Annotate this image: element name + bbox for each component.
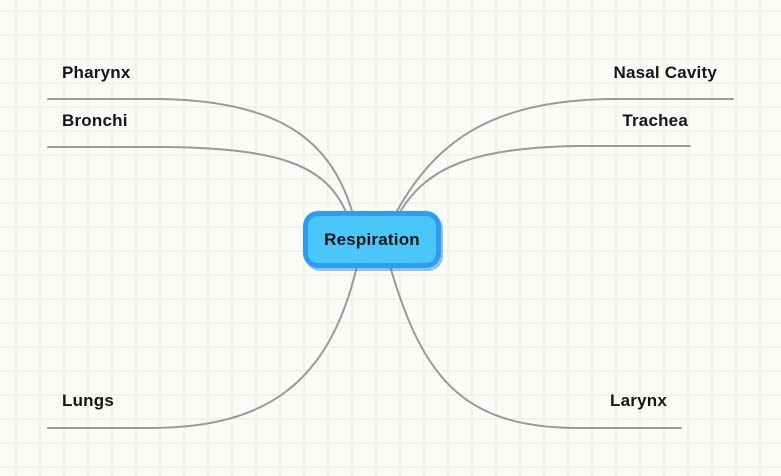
central-topic-body: Respiration [308, 216, 436, 263]
topic-larynx[interactable]: Larynx [610, 389, 667, 413]
branch-line-trachea [399, 145, 691, 213]
topic-pharynx[interactable]: Pharynx [62, 61, 131, 85]
topic-lungs-label: Lungs [62, 391, 114, 410]
topic-larynx-label: Larynx [610, 391, 667, 410]
topic-lungs[interactable]: Lungs [62, 389, 114, 413]
topic-nasal-cavity[interactable]: Nasal Cavity [613, 61, 717, 85]
topic-nasal-cavity-label: Nasal Cavity [613, 63, 717, 82]
branch-line-bronchi [47, 146, 347, 213]
central-topic-label: Respiration [324, 229, 420, 249]
topic-trachea[interactable]: Trachea [622, 109, 688, 133]
topic-bronchi-label: Bronchi [62, 111, 128, 130]
central-topic[interactable]: Respiration [303, 211, 441, 268]
topic-pharynx-label: Pharynx [62, 63, 131, 82]
topic-trachea-label: Trachea [622, 111, 688, 130]
topic-bronchi[interactable]: Bronchi [62, 109, 128, 133]
